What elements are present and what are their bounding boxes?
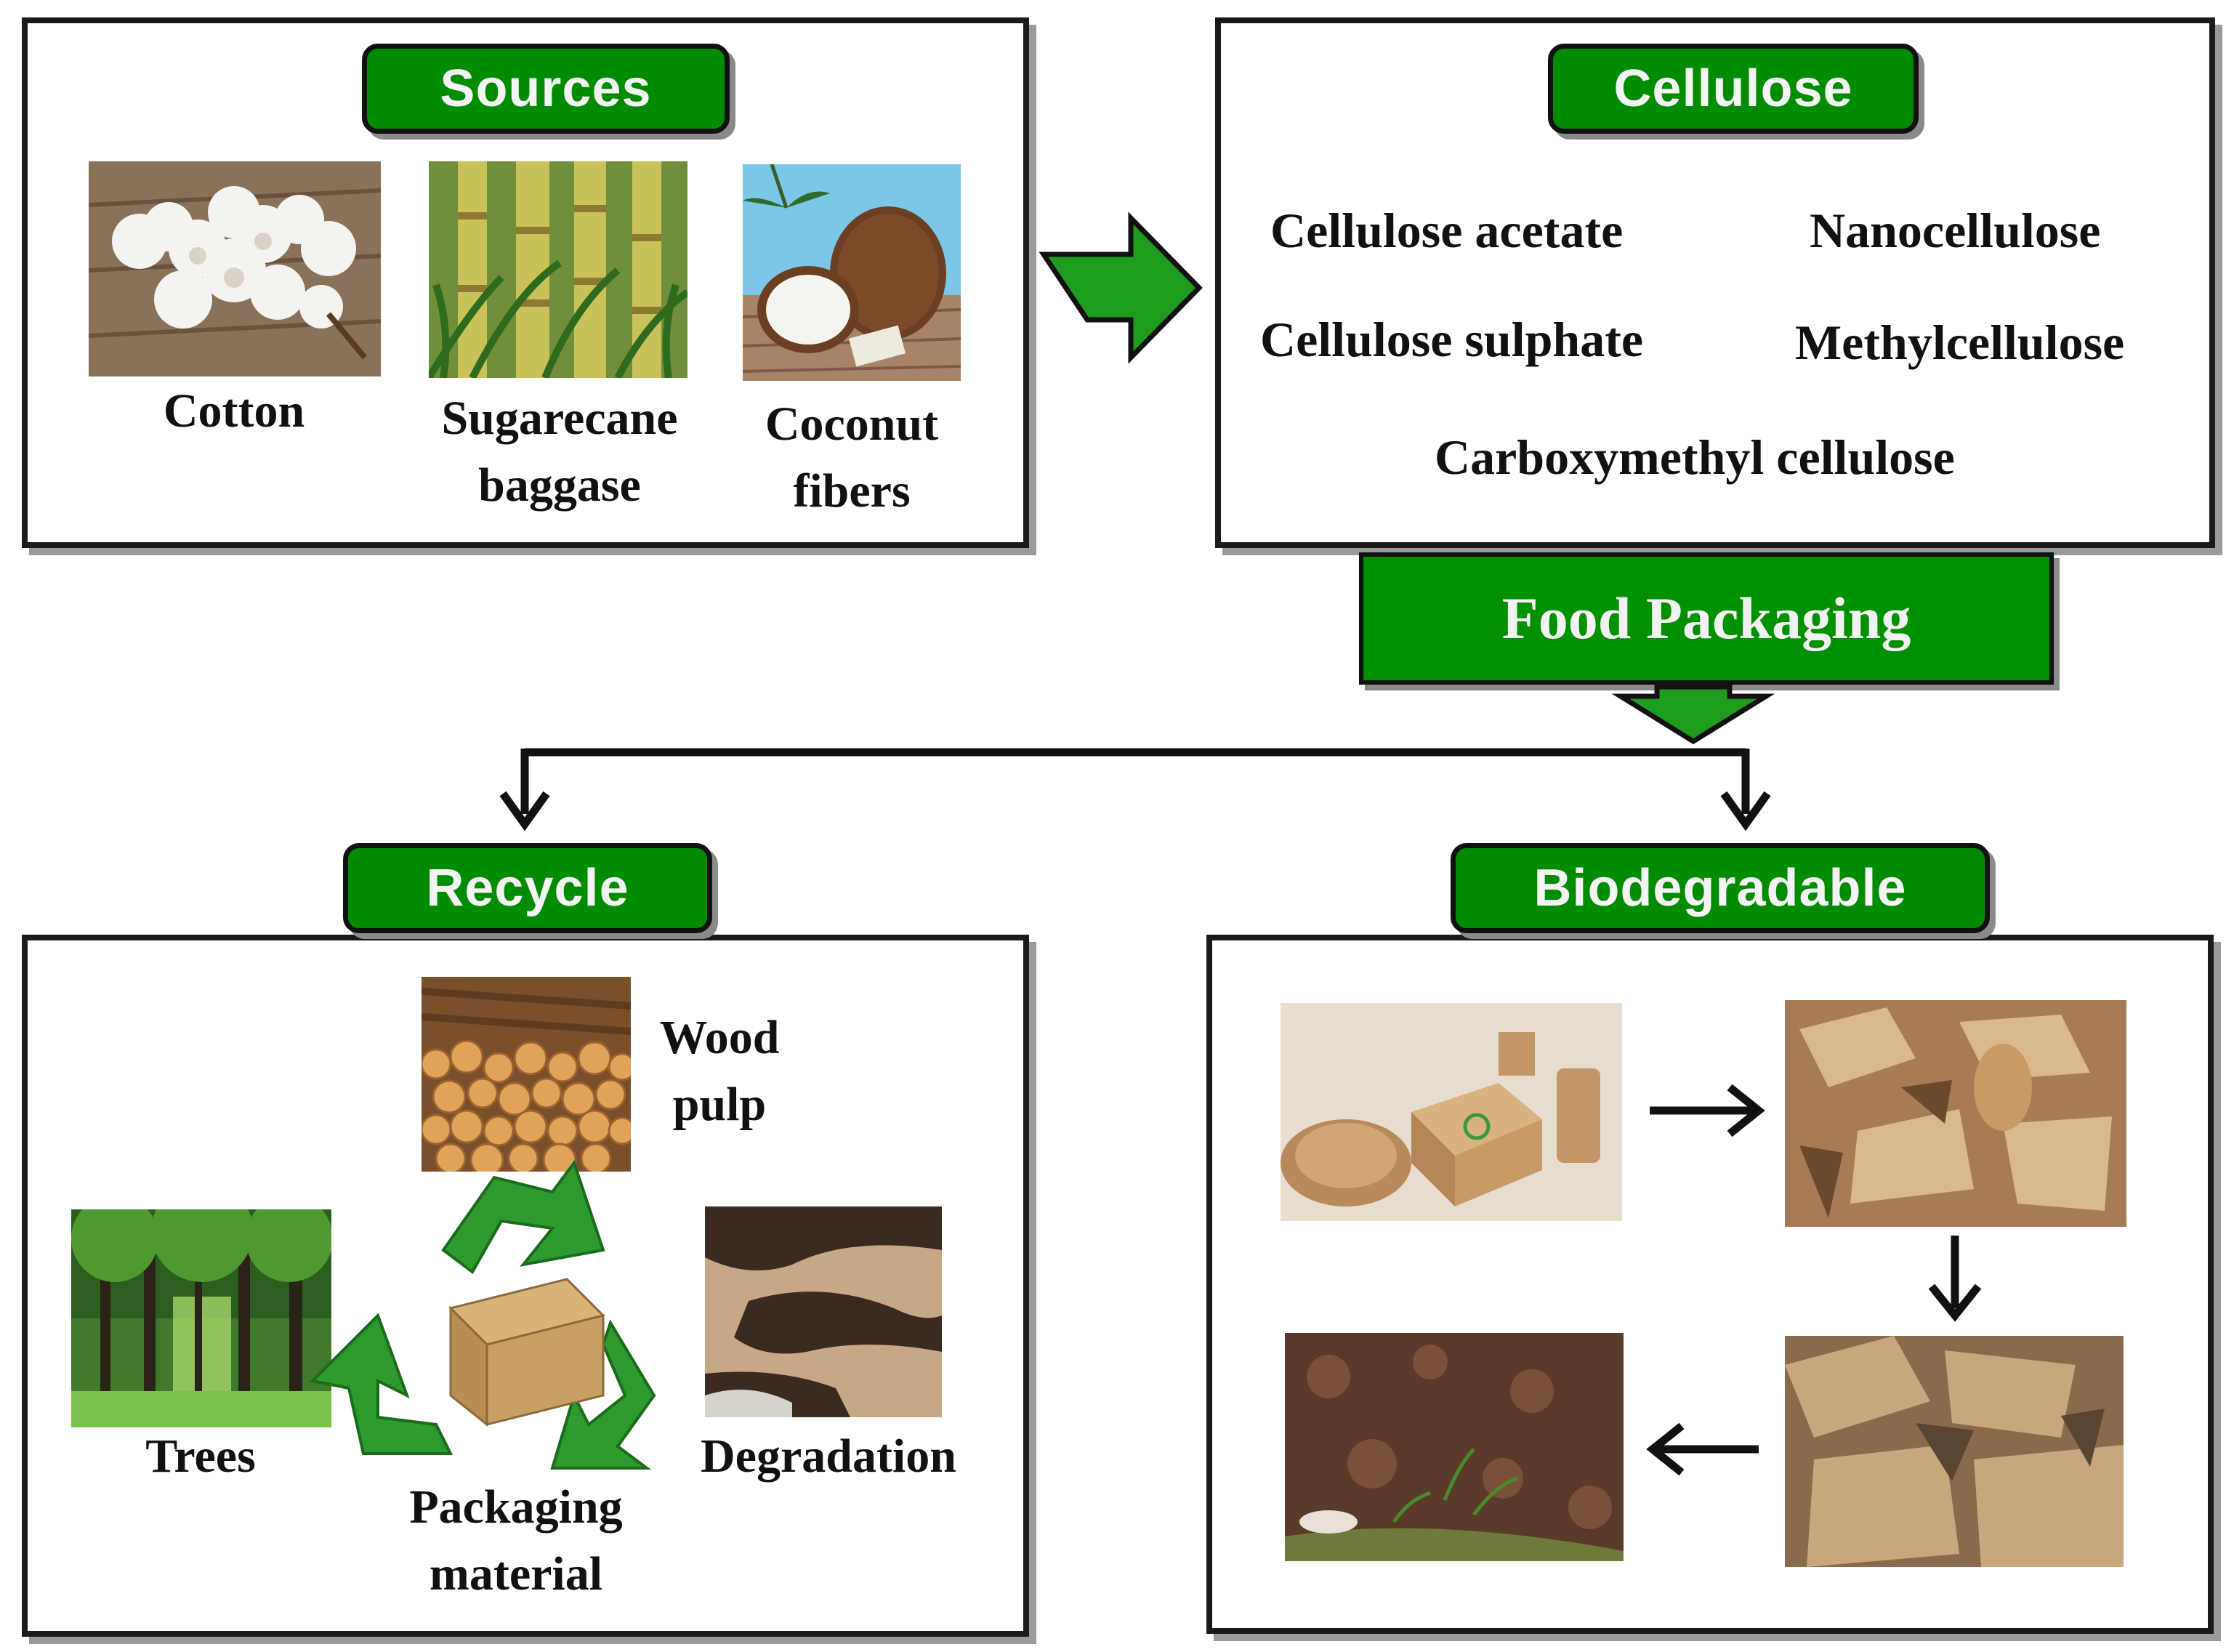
- methylcellulose: Methylcellulose: [1795, 314, 2124, 371]
- green-right-arrow-icon: [1044, 218, 1199, 358]
- coconut-label-line1: Coconut: [728, 391, 975, 458]
- trees-image: [71, 1209, 331, 1427]
- coconut-label-line2: fibers: [728, 458, 975, 525]
- paper-tableware-image: [1281, 1003, 1622, 1221]
- food-packaging-bar: Food Packaging: [1359, 552, 2054, 685]
- packaging-label-line2: material: [363, 1541, 669, 1608]
- carboxymethyl-cellulose: Carboxymethyl cellulose: [1435, 429, 1955, 486]
- torn-paper-image: [1785, 1000, 2126, 1227]
- degradation-image: [705, 1206, 942, 1417]
- coconut-image: [743, 164, 961, 381]
- shredded-cardboard-image: [1785, 1336, 2124, 1567]
- sugarcane-label: Sugarecane baggase: [407, 385, 712, 519]
- cotton-image: [89, 161, 381, 376]
- wood-pulp-label-line2: pulp: [632, 1071, 807, 1138]
- wood-pulp-image: [422, 977, 631, 1172]
- green-down-arrow-icon: [1621, 687, 1766, 741]
- biodegradable-title: Biodegradable: [1451, 843, 1990, 933]
- degradation-label: Degradation: [676, 1423, 981, 1490]
- recycle-title: Recycle: [343, 843, 712, 933]
- packaging-label-line1: Packaging: [363, 1474, 669, 1541]
- sugarcane-label-line2: baggase: [407, 452, 712, 519]
- coconut-label: Coconut fibers: [728, 391, 975, 525]
- packaging-material-label: Packaging material: [363, 1474, 669, 1608]
- wood-pulp-label: Wood pulp: [632, 1004, 807, 1138]
- sources-title: Sources: [362, 44, 730, 134]
- cellulose-title: Cellulose: [1548, 44, 1919, 134]
- cellulose-sulphate: Cellulose sulphate: [1260, 311, 1643, 368]
- trees-label: Trees: [84, 1423, 317, 1490]
- sugarcane-image: [429, 161, 687, 378]
- nanocellulose: Nanocellulose: [1810, 202, 2100, 259]
- soil-image: [1285, 1333, 1624, 1561]
- wood-pulp-label-line1: Wood: [632, 1004, 807, 1071]
- cellulose-acetate: Cellulose acetate: [1270, 202, 1623, 259]
- cotton-label: Cotton: [118, 378, 350, 445]
- sugarcane-label-line1: Sugarecane: [407, 385, 712, 452]
